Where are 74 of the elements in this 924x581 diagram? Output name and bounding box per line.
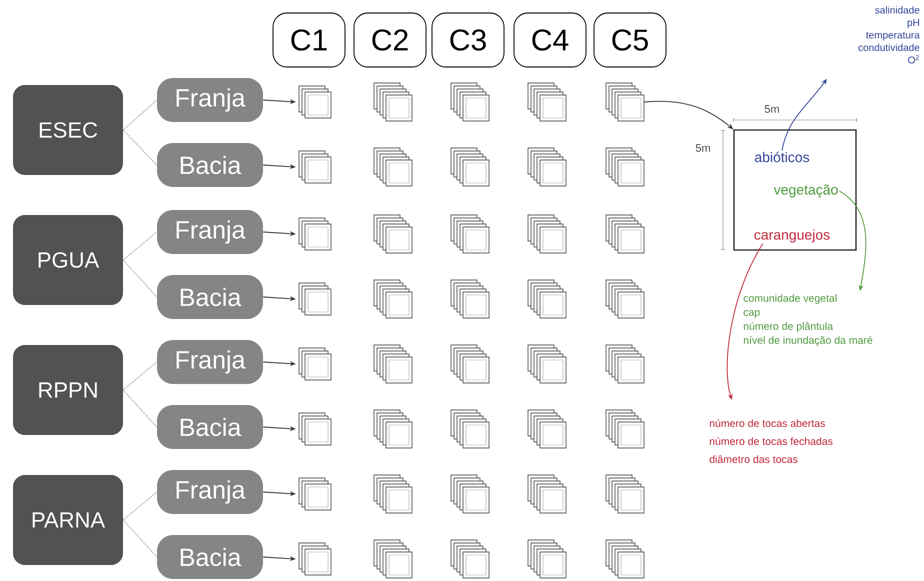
quadrat-text: vegetação bbox=[774, 184, 838, 198]
quadrat-stack-drawing bbox=[298, 542, 332, 576]
column-header-box: C3 bbox=[432, 12, 504, 68]
quadrat-stack-drawing bbox=[528, 540, 566, 578]
quadrat-stack-drawing bbox=[450, 214, 490, 254]
variable-list: salinidade pH temperatura condutividade O$^{2}$ bbox=[858, 6, 920, 64]
zone-box: Franja bbox=[157, 340, 263, 384]
quadrat-stack-drawing bbox=[298, 478, 332, 510]
quadrat-stack-drawing bbox=[528, 214, 566, 254]
quadrat-stack-drawing bbox=[450, 344, 490, 384]
variable-list: número de tocas abertas número de tocas fechadas diâmetro das tocas bbox=[710, 419, 833, 464]
quadrat-stack-drawing bbox=[450, 148, 490, 186]
zone-box: Bacia bbox=[157, 535, 263, 579]
quadrat-stack-drawing bbox=[374, 214, 412, 254]
quadrat-stack-drawing bbox=[528, 280, 566, 318]
zone-box: Bacia bbox=[157, 143, 263, 187]
quadrat-stack-drawing bbox=[450, 540, 490, 578]
quadrat-stack-drawing bbox=[374, 410, 412, 448]
quadrat-stack-drawing bbox=[450, 410, 490, 448]
site-box: PGUA bbox=[13, 215, 123, 305]
zone-box: Franja bbox=[157, 78, 263, 122]
quadrat-stack-drawing bbox=[298, 282, 332, 316]
site-box: ESEC bbox=[13, 85, 123, 175]
connector-line bbox=[122, 260, 158, 298]
quadrat-stack-drawing bbox=[528, 82, 566, 122]
quadrat-stack-drawing bbox=[450, 280, 490, 318]
quadrat-stack-drawing bbox=[374, 344, 412, 384]
zone-box: Bacia bbox=[157, 275, 263, 319]
quadrat-stack-drawing bbox=[606, 474, 644, 514]
quadrat-stack-drawing bbox=[298, 150, 332, 184]
connector-line bbox=[122, 100, 158, 130]
zone-box: Franja bbox=[157, 470, 263, 514]
quadrat-text: abióticos bbox=[754, 152, 810, 162]
connector-line bbox=[122, 520, 158, 558]
connector-line bbox=[122, 232, 158, 260]
quadrat-stack-drawing bbox=[374, 82, 412, 122]
zone-box: Franja bbox=[157, 210, 263, 254]
quadrat-box bbox=[733, 129, 857, 251]
quadrat-stack-drawing bbox=[374, 280, 412, 318]
column-header-box: C4 bbox=[514, 12, 586, 68]
quadrat-stack-drawing bbox=[606, 410, 644, 448]
quadrat-stack-drawing bbox=[606, 148, 644, 186]
connector-line bbox=[122, 390, 158, 428]
quadrat-stack-drawing bbox=[298, 412, 332, 446]
quadrat-stack-drawing bbox=[606, 540, 644, 578]
column-header-box: C2 bbox=[354, 12, 426, 68]
site-box: PARNA bbox=[13, 475, 123, 565]
connector-line bbox=[122, 130, 158, 166]
quadrat-stack-drawing bbox=[528, 344, 566, 384]
connector-line bbox=[122, 362, 158, 390]
variable-list: comunidade vegetal cap número de plântula nível de inundação da maré bbox=[744, 294, 872, 346]
quadrat-stack-drawing bbox=[528, 410, 566, 448]
quadrat-stack-drawing bbox=[374, 148, 412, 186]
quadrat-stack-drawing bbox=[528, 474, 566, 514]
quadrat-text: caranguejos bbox=[754, 229, 830, 243]
site-box: RPPN bbox=[13, 345, 123, 435]
quadrat-stack-drawing bbox=[298, 86, 332, 118]
column-header-box: C1 bbox=[272, 12, 346, 68]
quadrat-stack-drawing bbox=[450, 474, 490, 514]
zone-box: Bacia bbox=[157, 405, 263, 449]
quadrat-stack-drawing bbox=[606, 344, 644, 384]
quadrat-stack-drawing bbox=[374, 540, 412, 578]
quadrat-stack-drawing bbox=[298, 348, 332, 380]
quadrat-stack-drawing bbox=[606, 82, 644, 122]
quadrat-stack-drawing bbox=[606, 280, 644, 318]
quadrat-stack-drawing bbox=[606, 214, 644, 254]
connector-line bbox=[122, 492, 158, 520]
dimension-label: 5m bbox=[696, 144, 710, 152]
quadrat-stack-drawing bbox=[298, 218, 332, 250]
quadrat-stack-drawing bbox=[374, 474, 412, 514]
quadrat-stack-drawing bbox=[528, 148, 566, 186]
dimension-label: 5m bbox=[764, 105, 779, 113]
column-header-box: C5 bbox=[594, 12, 666, 68]
quadrat-stack-drawing bbox=[450, 82, 490, 122]
